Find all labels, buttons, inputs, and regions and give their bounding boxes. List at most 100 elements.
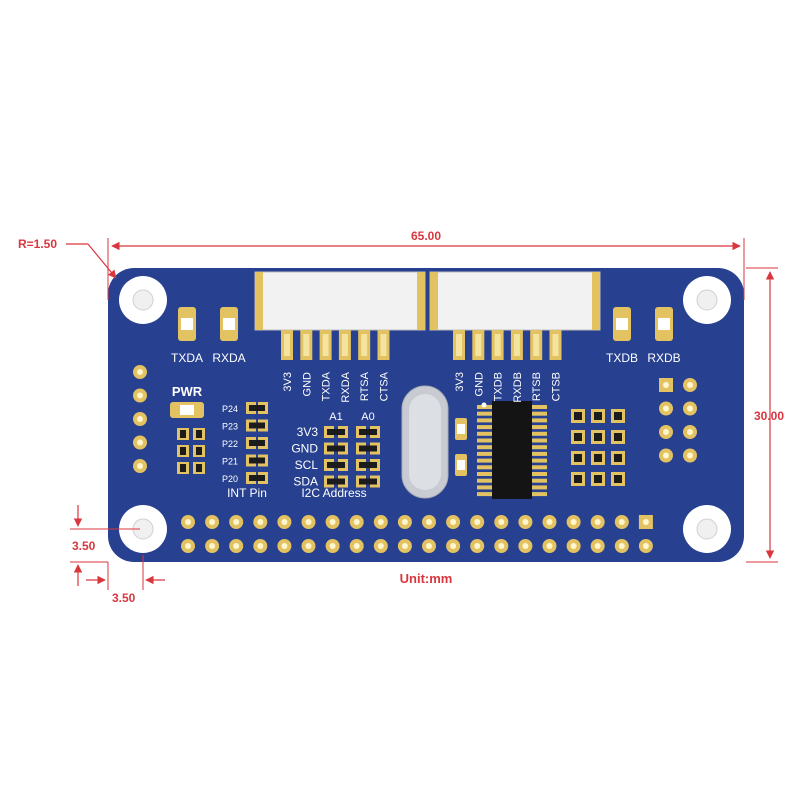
ic-pin [530, 438, 547, 443]
i2c-column-label: A0 [361, 411, 374, 423]
right-header-pins [659, 378, 697, 463]
header-pin-hole [663, 429, 669, 435]
gpio-pin-hole [377, 519, 384, 525]
smd-body [574, 433, 582, 441]
gpio-pin-hole [209, 519, 216, 525]
header-pin-hole [687, 382, 693, 388]
header-pin-hole [137, 392, 143, 399]
gpio-pin-hole [546, 519, 553, 525]
jumper-bridge [249, 457, 265, 464]
connector-pin-label: RTSA [359, 371, 371, 401]
header-pin-hole [687, 405, 693, 412]
ic-pin [477, 445, 494, 450]
label-i2c-address: I2C Address [301, 486, 366, 500]
led-rxdb [655, 307, 673, 341]
ic-pin [530, 458, 547, 463]
connector-pads [281, 330, 562, 360]
ic-pin [477, 465, 494, 470]
jumper-bridge [327, 462, 345, 468]
smd-body [614, 412, 622, 420]
jumper-bridge [359, 429, 377, 435]
ic-pin [530, 445, 547, 450]
header-pin-hole [137, 369, 143, 375]
gpio-pin-hole [618, 519, 625, 525]
gpio-pin-hole [474, 543, 481, 549]
connector-pin-label: RTSB [531, 372, 543, 401]
smd-body [574, 454, 582, 462]
header-pin-hole [663, 405, 669, 412]
header-pin-hole [137, 416, 143, 422]
int-pin-label: P20 [222, 474, 238, 484]
ic-pin [477, 438, 494, 443]
mounting-hole-bottom-right [683, 505, 731, 553]
connector-pin-label: CTSB [551, 372, 563, 401]
i2c-row-label: GND [291, 442, 318, 456]
gpio-pin-hole [281, 519, 288, 525]
jumper-bridge [359, 445, 377, 452]
gpio-pin-hole [185, 543, 191, 549]
ic-pin [530, 465, 547, 470]
gpio-pin-hole [570, 519, 577, 525]
connector-pin-label: TXDA [321, 371, 333, 401]
gpio-pin-hole [329, 543, 336, 549]
gpio-pin-hole [498, 543, 505, 549]
label-rxda: RXDA [212, 351, 245, 365]
smd-body [594, 412, 602, 420]
ic-pin [530, 411, 547, 416]
jumper-bridge [249, 422, 265, 429]
gpio-pin-hole [522, 519, 529, 525]
crystal-oscillator [401, 385, 449, 499]
smd-body [180, 447, 186, 455]
height-label: 30.00 [754, 409, 784, 423]
i2c-column-label: A1 [329, 411, 342, 423]
connector-pad-inner [341, 334, 348, 356]
header-pin-hole [687, 429, 693, 435]
connector-pin-label: GND [301, 372, 313, 397]
label-txdb: TXDB [606, 351, 638, 365]
unit-label: Unit:mm [400, 571, 453, 586]
passives-right [571, 409, 625, 486]
width-label: 65.00 [411, 229, 441, 243]
offset-y-label: 3.50 [72, 539, 96, 553]
led-pwr [170, 402, 204, 418]
smd-body [574, 475, 582, 483]
connector-pad-inner [380, 334, 387, 356]
left-header-pins [133, 365, 147, 473]
connector-pad-inner [494, 334, 501, 356]
connector-a [254, 271, 426, 331]
header-pin-hole [687, 452, 693, 459]
jumper-bridge [249, 475, 265, 481]
gpio-pin-hole [329, 519, 336, 525]
connector-pin-label: RXDB [512, 372, 524, 403]
gpio-pin-hole [353, 519, 360, 525]
ic-pin [530, 431, 547, 436]
jumper-bridge [327, 445, 345, 452]
ic-pin [530, 425, 547, 430]
gpio-pin-hole [233, 543, 240, 549]
smd-body [180, 430, 186, 438]
connector-pad-inner [475, 334, 482, 356]
gpio-pin-hole [233, 519, 240, 525]
ic-pin [477, 425, 494, 430]
ic-pin [477, 418, 494, 423]
mounting-hole-bottom-left [119, 505, 167, 553]
gpio-pin-hole [305, 543, 312, 549]
ic-pin [530, 418, 547, 423]
int-pin-label: P23 [222, 422, 238, 432]
gpio-pin-hole [594, 543, 601, 549]
header-pin-hole [663, 382, 669, 388]
gpio-pin-hole [426, 543, 432, 549]
led-txdb [613, 307, 631, 341]
connector-pad-inner [322, 334, 329, 356]
gpio-pin-hole [426, 519, 432, 525]
jumper-bridge [327, 429, 345, 435]
led-rxda [220, 307, 238, 341]
gpio-pin-hole [594, 519, 601, 525]
jumper-bridge [249, 440, 265, 446]
label-int-pin: INT Pin [227, 486, 267, 500]
gpio-pin-hole [401, 519, 408, 525]
